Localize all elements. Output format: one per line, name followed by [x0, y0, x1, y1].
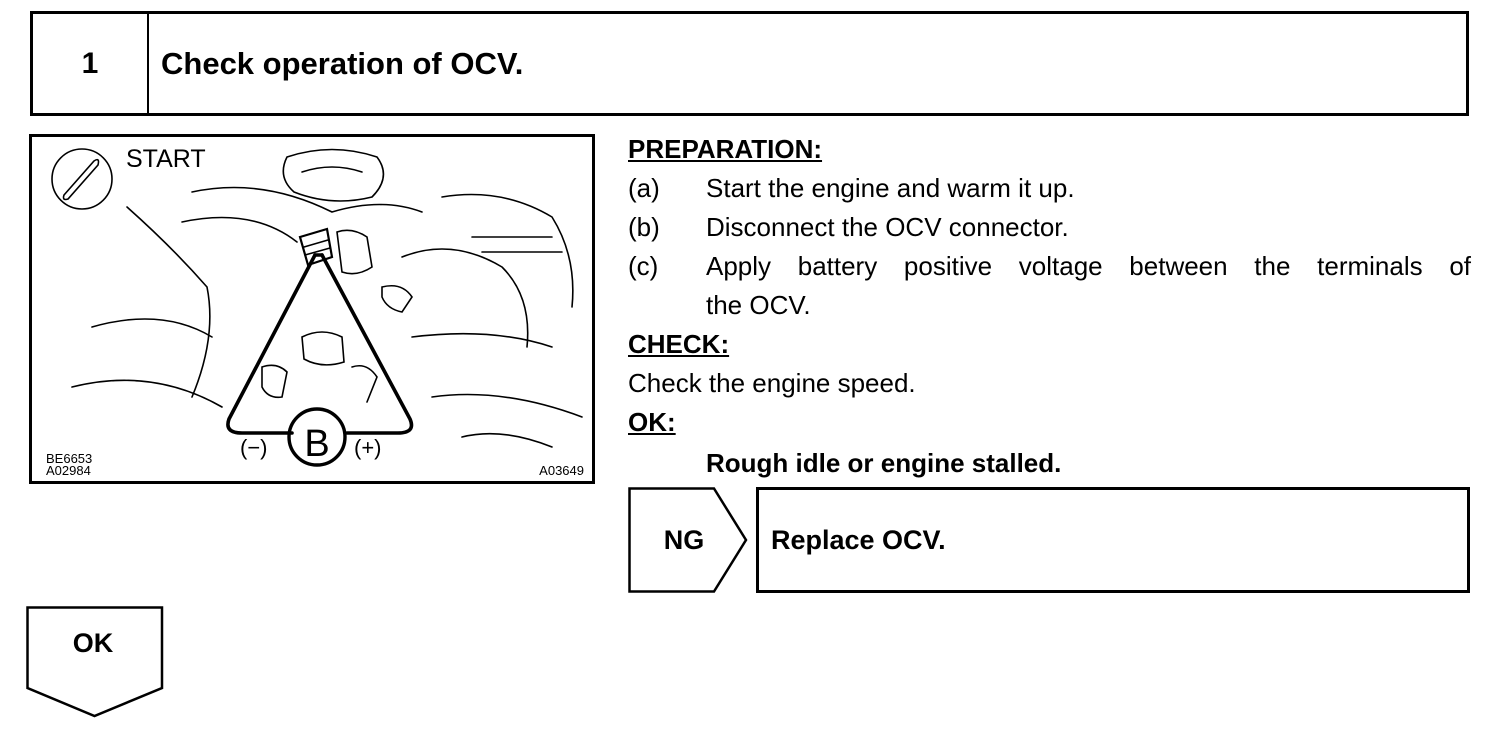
battery-symbol: B [304, 422, 330, 465]
figure-code-left-2: A02984 [46, 463, 91, 478]
instructions: PREPARATION: (a) Start the engine and wa… [628, 130, 1471, 485]
start-label: START [126, 145, 206, 173]
ok-heading: OK: [628, 407, 676, 437]
list-item-continuation: the OCV. [628, 286, 1471, 325]
check-line: CHECK: [628, 325, 1471, 364]
check-text: Check the engine speed. [628, 368, 916, 398]
ng-action-box: Replace OCV. [756, 487, 1470, 593]
ng-arrow-shape [628, 487, 748, 593]
ignition-key-icon [51, 148, 113, 210]
figure-code-left-1: BE6653 [46, 451, 93, 466]
ok-tag: OK [26, 606, 166, 718]
ok-arrow-shape [26, 606, 164, 718]
engine-illustration: START B (−) (+) BE6653 A02984 A03649 [29, 134, 595, 484]
list-item: (a) Start the engine and warm it up. [628, 169, 1471, 208]
engine-drawing [51, 148, 583, 467]
ng-tag: NG [628, 487, 748, 593]
item-text: Disconnect the OCV connector. [706, 212, 1069, 242]
item-text: Start the engine and warm it up. [706, 173, 1075, 203]
ok-line: OK: [628, 403, 1471, 442]
ok-value: Rough idle or engine stalled. [706, 448, 1062, 478]
step-number: 1 [33, 14, 149, 113]
ok-label: OK [72, 628, 114, 658]
check-heading: CHECK: [628, 329, 730, 359]
ng-label: NG [663, 524, 705, 555]
step-header: 1 Check operation of OCV. [30, 11, 1469, 116]
figure-code-left: BE6653 A02984 [46, 451, 93, 478]
list-item: (b) Disconnect the OCV connector. [628, 208, 1471, 247]
item-label: (a) [628, 173, 660, 203]
preparation-heading: PREPARATION: [628, 134, 823, 164]
step-title: Check operation of OCV. [161, 45, 524, 81]
figure-code-right: A03649 [539, 463, 584, 478]
item-text: Apply battery positive voltage between t… [706, 251, 1471, 281]
item-label: (b) [628, 212, 660, 242]
positive-terminal-label: (+) [354, 435, 382, 460]
item-text-continuation: the OCV. [706, 290, 811, 320]
item-label: (c) [628, 251, 659, 281]
list-item: (c) Apply battery positive voltage betwe… [628, 247, 1471, 286]
preparation-line: PREPARATION: [628, 130, 1471, 169]
negative-terminal-label: (−) [240, 435, 268, 460]
